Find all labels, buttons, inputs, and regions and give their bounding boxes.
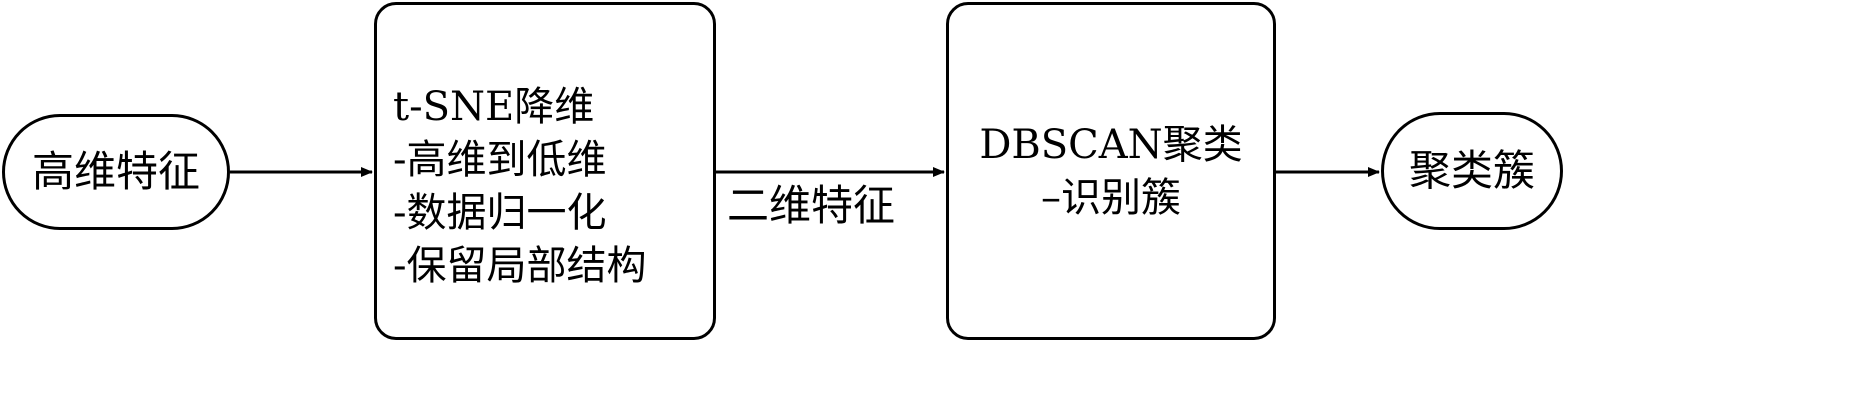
dbscan-step-1: –识别簇 <box>1041 175 1181 221</box>
flow-arrows <box>230 167 1380 177</box>
tsne-step-2: -数据归一化 <box>393 190 607 236</box>
dbscan-process-box: DBSCAN聚类 –识别簇 <box>946 2 1276 340</box>
tsne-process-box: t-SNE降维 -高维到低维 -数据归一化 -保留局部结构 <box>374 2 716 340</box>
output-node: 聚类簇 <box>1381 112 1563 230</box>
tsne-step-1: -高维到低维 <box>393 137 607 183</box>
dbscan-title: DBSCAN聚类 <box>979 122 1243 168</box>
input-node-label: 高维特征 <box>31 147 200 196</box>
tsne-title: t-SNE降维 <box>393 84 595 130</box>
output-node-label: 聚类簇 <box>1408 146 1535 195</box>
tsne-text: t-SNE降维 -高维到低维 -数据归一化 -保留局部结构 <box>393 81 647 293</box>
dbscan-text: DBSCAN聚类 –识别簇 <box>949 119 1273 225</box>
tsne-step-3: -保留局部结构 <box>393 243 647 289</box>
input-node: 高维特征 <box>2 114 230 230</box>
edge-label-2d-features: 二维特征 <box>727 181 896 230</box>
